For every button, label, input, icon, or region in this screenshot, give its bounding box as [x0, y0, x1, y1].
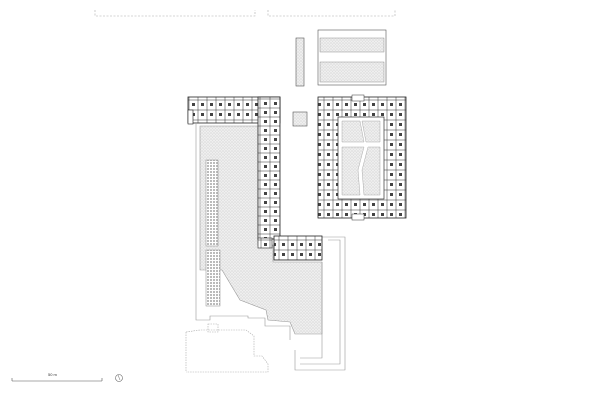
landscape-block-north [295, 29, 387, 87]
existing-building-outline [185, 323, 269, 373]
parking-area-north [205, 159, 219, 247]
building-courtyard-block [317, 94, 407, 221]
north-arrow-icon [115, 374, 123, 382]
pavilion [292, 111, 308, 127]
landscape-outline [195, 124, 346, 371]
building-l-shaped [187, 96, 323, 261]
site-boundary-top [94, 10, 396, 17]
scale-bar-label: 50 m [48, 372, 57, 377]
parking-area-south [205, 249, 221, 307]
scale-bar [11, 378, 103, 382]
